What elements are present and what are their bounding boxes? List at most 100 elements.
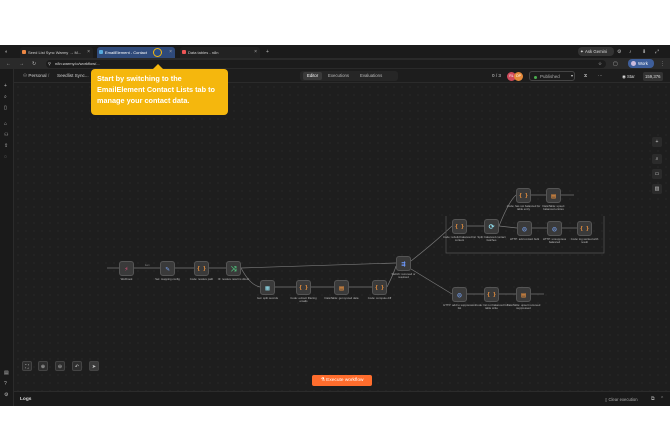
fit-view-icon[interactable]: ⛶ xyxy=(22,361,32,371)
logs-popout-icon[interactable]: ⧉ xyxy=(651,396,655,402)
node-label: DataTable: upsert removed suppressed xyxy=(506,303,541,311)
share-icon[interactable]: ⇪ xyxy=(4,143,9,149)
set-icon[interactable]: ✎ xyxy=(160,261,175,276)
avatar[interactable]: DP xyxy=(514,72,523,81)
node-label: Code: list not balanced for table write xyxy=(475,303,508,311)
split-icon[interactable]: ⟳ xyxy=(484,219,499,234)
breadcrumb-separator: / xyxy=(48,73,50,78)
datatable-icon[interactable]: ▤ xyxy=(516,287,531,302)
close-tab-icon[interactable]: × xyxy=(87,49,90,55)
code-icon[interactable]: { } xyxy=(452,219,467,234)
templates-icon[interactable]: ▤ xyxy=(4,370,9,376)
node-label: Code: log worked with result xyxy=(570,237,599,245)
home-icon[interactable]: ⌂ xyxy=(4,121,8,127)
browser-tab-2[interactable]: EmailElement - Contact × xyxy=(97,47,175,58)
datatable-icon[interactable]: ▤ xyxy=(334,280,349,295)
switch-icon[interactable]: ⇶ xyxy=(396,256,411,271)
add-icon[interactable]: + xyxy=(4,83,7,89)
code-icon[interactable]: { } xyxy=(516,188,531,203)
published-button[interactable]: Published xyxy=(529,71,575,81)
star-label: Star xyxy=(626,74,635,79)
more-options-icon[interactable]: ⋯ xyxy=(598,73,603,78)
search-icon[interactable]: ⌕ xyxy=(4,94,7,100)
zoom-in-icon[interactable]: ⊕ xyxy=(38,361,48,371)
code-icon[interactable]: { } xyxy=(484,287,499,302)
history-icon[interactable]: ⧖ xyxy=(584,73,588,78)
code-icon[interactable]: { } xyxy=(577,221,592,236)
profile-label: Work xyxy=(638,61,648,66)
node-label: IF: resolve result is direct xyxy=(217,277,250,281)
pointer-tool-icon[interactable]: ➤ xyxy=(89,361,99,371)
node-label: Get: split records xyxy=(256,296,279,300)
node-label: Code: extract filtering emails xyxy=(290,296,317,304)
help-icon[interactable]: ? xyxy=(4,381,7,387)
bookmark-star-icon[interactable]: ☆ xyxy=(597,60,602,66)
code-icon[interactable]: { } xyxy=(296,280,311,295)
zoom-out-icon[interactable]: ⊖ xyxy=(55,361,65,371)
search-nodes-icon[interactable]: ⌕ xyxy=(652,154,662,164)
clear-execution-button[interactable]: ▯ Clear execution xyxy=(605,392,638,406)
profile-button[interactable]: Work xyxy=(628,59,654,68)
logs-label[interactable]: Logs xyxy=(20,397,32,402)
add-node-icon[interactable]: + xyxy=(652,137,662,147)
reload-icon[interactable]: ↻ xyxy=(32,61,37,67)
trash-icon: ▯ xyxy=(605,397,609,402)
split-icon[interactable]: ▦ xyxy=(260,280,275,295)
highlight-ring-icon xyxy=(153,48,162,57)
code-icon[interactable]: { } xyxy=(194,261,209,276)
node-label: Set: mapping config xyxy=(155,277,180,281)
tab-favicon-icon xyxy=(182,50,186,54)
browser-tab-3[interactable]: Data tables - n8n × xyxy=(180,47,260,58)
ask-gemini-button[interactable]: ✦ Ask Gemini xyxy=(578,47,614,56)
chat-icon[interactable]: ◌ xyxy=(4,154,7,160)
close-tab-icon[interactable]: × xyxy=(169,49,172,55)
forward-icon[interactable]: → xyxy=(19,61,24,67)
datatable-icon[interactable]: ▤ xyxy=(546,188,561,203)
http-icon[interactable]: ◎ xyxy=(517,221,532,236)
view-tabs: Editor Executions Evaluations xyxy=(300,71,398,81)
sticky-note-icon[interactable]: ▭ xyxy=(652,169,662,179)
site-info-icon[interactable]: ⚲ xyxy=(48,60,51,66)
node-label: DataTable: upsert balanced entries xyxy=(542,204,565,212)
github-star-button[interactable]: ◉ Star 159,376 xyxy=(622,72,665,81)
http-icon[interactable]: ◎ xyxy=(547,221,562,236)
user-icon[interactable]: ⚇ xyxy=(4,132,9,138)
expand-icon[interactable]: ⤢ xyxy=(655,49,660,55)
chevron-up-icon[interactable]: ⌃ xyxy=(660,396,665,402)
connection xyxy=(410,225,453,262)
audio-icon[interactable]: ♪ xyxy=(629,49,632,55)
node-label: Code: compute diff xyxy=(367,296,392,300)
back-icon[interactable]: ← xyxy=(6,61,11,67)
person-icon: ⚇ xyxy=(23,73,29,78)
personal-breadcrumb[interactable]: ⚇ Personal xyxy=(23,69,47,83)
undo-icon[interactable]: ↶ xyxy=(72,361,82,371)
avatar[interactable]: RL xyxy=(507,72,516,81)
close-tab-icon[interactable]: × xyxy=(254,49,257,55)
tab-executions[interactable]: Executions xyxy=(328,73,350,78)
url-field[interactable]: ⚲ n8n.warmy.io/workflow/... ☆ xyxy=(46,59,606,68)
if-icon[interactable]: ⤨ xyxy=(226,261,241,276)
http-icon[interactable]: ◎ xyxy=(452,287,467,302)
node-label: HTTP: unsuppress balanced xyxy=(542,237,567,245)
new-tab-icon[interactable]: + xyxy=(266,49,269,55)
browser-tab-1[interactable]: Seed List Sync Warmy → M... × xyxy=(20,47,93,58)
extension-icon[interactable]: ⚙ xyxy=(617,49,622,55)
workflow-canvas[interactable]: item ⚡Webhook✎Set: mapping config{ }Code… xyxy=(14,83,670,391)
browser-menu-icon[interactable]: ◐ xyxy=(5,49,9,55)
tab-evaluations[interactable]: Evaluations xyxy=(360,73,383,78)
panel-icon[interactable]: ▯ xyxy=(4,105,7,111)
download-icon[interactable]: ⬇ xyxy=(642,49,647,55)
tab-editor[interactable]: Editor xyxy=(303,72,323,80)
settings-icon[interactable]: ⚙ xyxy=(4,392,9,398)
webhook-icon[interactable]: ⚡ xyxy=(119,261,134,276)
chevron-down-icon[interactable]: ▾ xyxy=(571,73,574,78)
execute-label: Execute workflow xyxy=(326,378,364,383)
connection xyxy=(410,268,453,295)
panel-toggle-icon[interactable]: ▥ xyxy=(652,184,662,194)
extensions-puzzle-icon[interactable]: ▢ xyxy=(613,61,618,67)
execute-workflow-button[interactable]: ⚗ Execute workflow xyxy=(312,375,372,386)
code-icon[interactable]: { } xyxy=(372,280,387,295)
node-label: DataTable: get synced data xyxy=(324,296,359,300)
browser-kebab-icon[interactable]: ⋮ xyxy=(660,61,665,67)
workflow-name[interactable]: Seedlist Sync... xyxy=(57,73,89,78)
